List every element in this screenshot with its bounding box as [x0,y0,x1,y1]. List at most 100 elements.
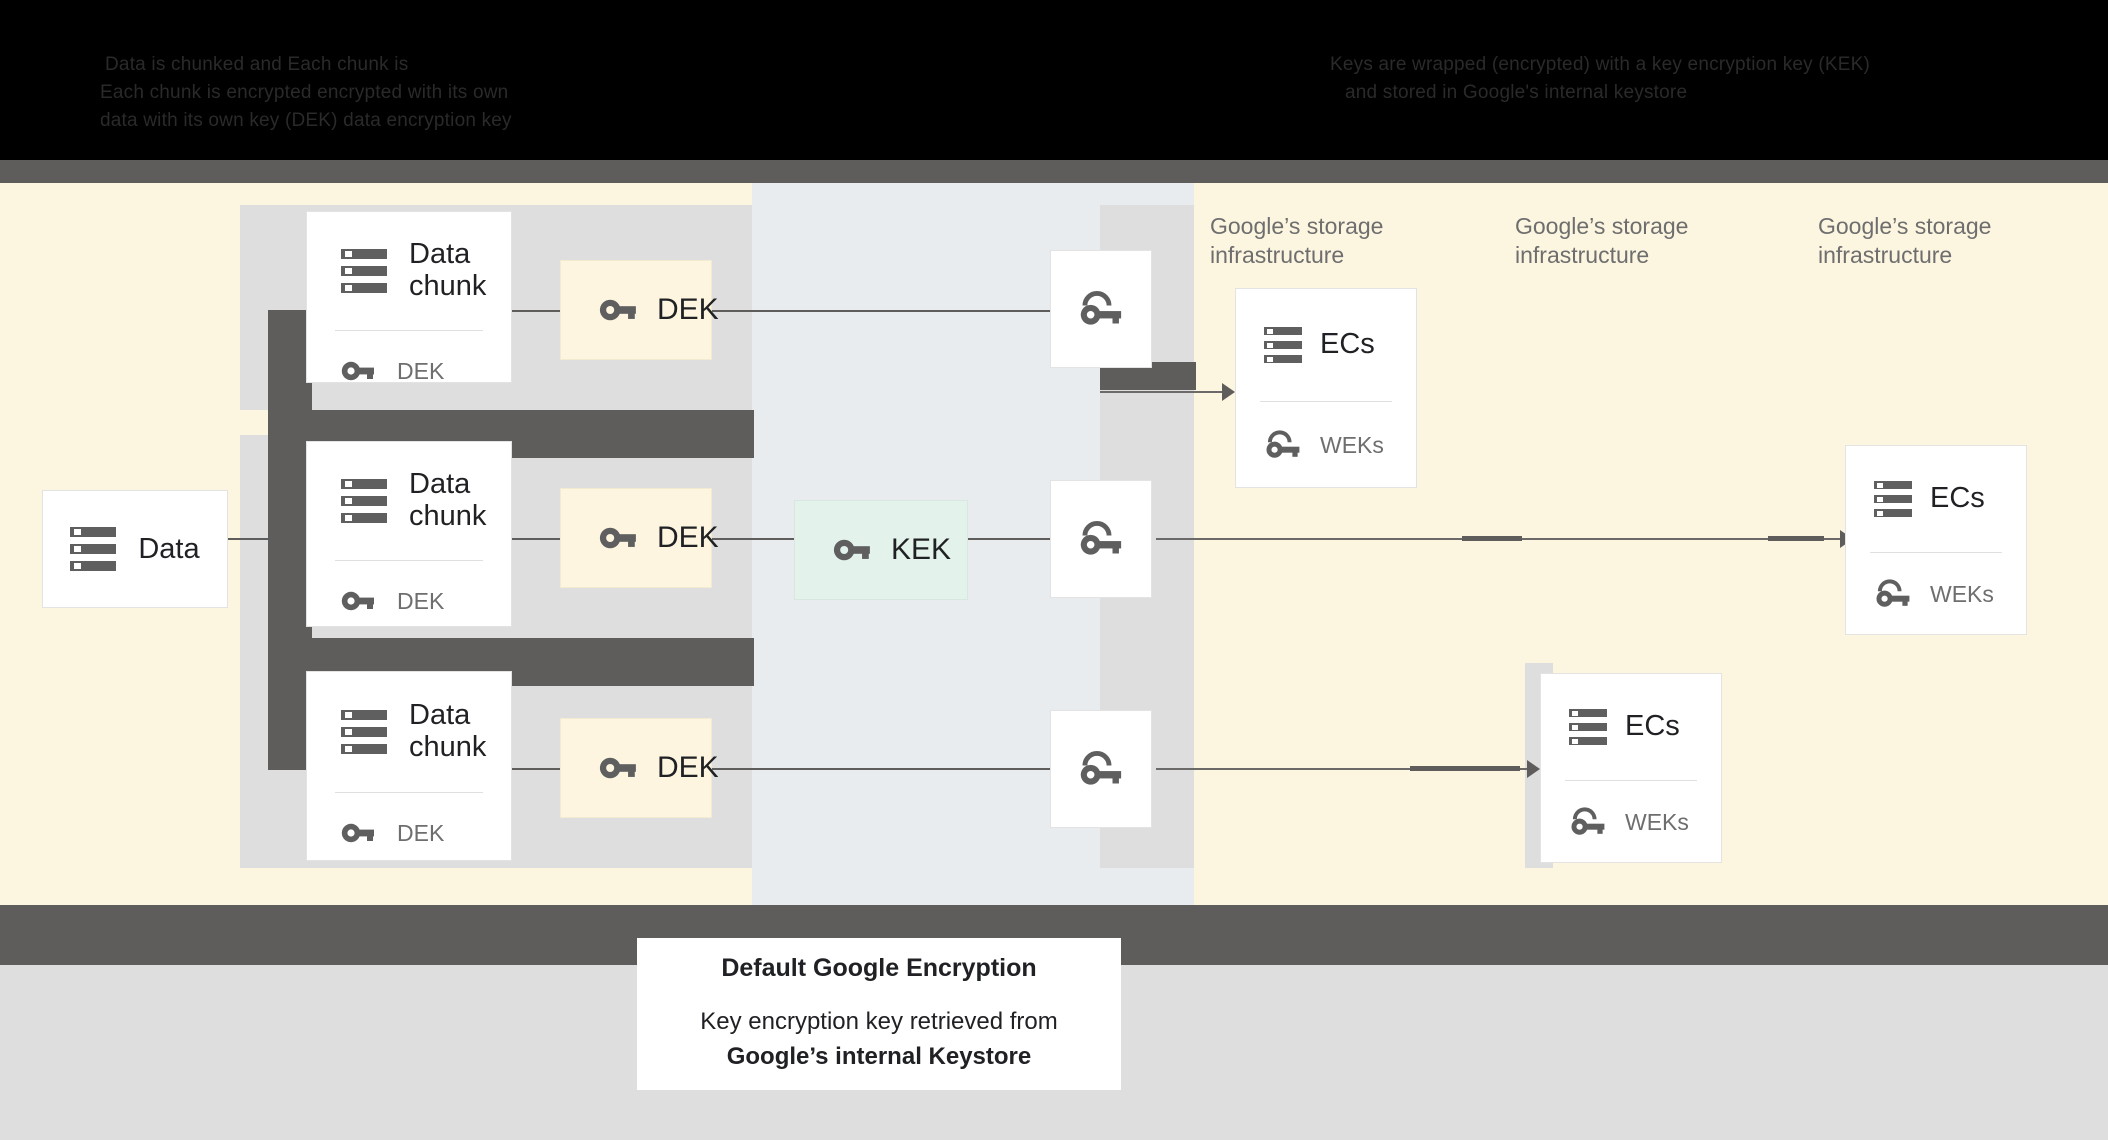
data-source-label: Data [138,532,200,565]
dek-box-2[interactable]: DEK [560,488,719,588]
server-icon [1569,709,1607,745]
data-chunk-card-1[interactable]: Data chunk DEK [306,211,512,384]
arrow-row2-seg1 [1462,536,1522,541]
wrapped-key-icon [1080,291,1122,325]
header-line-1: Data is chunked and Each chunk is [105,54,409,75]
wrapped-key-icon [1080,751,1122,785]
header-obscured-text: Data is chunked and Each chunk is Each c… [0,44,2108,144]
chunk-key-label-2: DEK [397,587,445,614]
caption-line-1: Key encryption key retrieved from [700,1008,1058,1036]
connector-chunk1-dek1 [512,310,560,312]
caption-line-2: Google’s internal Keystore [726,1042,1032,1070]
connector-dek3-wek3 [712,768,1052,770]
arrow-head-row3 [1527,760,1540,778]
key-icon [341,823,374,843]
wrapped-key-icon [1571,807,1605,835]
arrow-row2-seg2 [1768,536,1824,541]
server-icon [1874,481,1912,517]
dek-label-1: DEK [657,293,719,326]
ecs-card-3[interactable]: ECs WEKs [1540,673,1722,863]
card-divider [1870,552,2002,553]
wrapped-key-icon [1080,521,1122,555]
chunk-key-row-1: DEK [307,331,511,411]
caption-box: Default Google Encryption Key encryption… [637,938,1121,1090]
ecs-header-2: ECs [1846,446,2026,552]
wrapped-key-icon [1266,430,1300,458]
arrow-head-row1 [1222,383,1235,401]
ecs-key-row-3: WEKs [1541,781,1721,863]
data-source-card[interactable]: Data [42,490,228,608]
card-divider [335,330,483,331]
header-line-4: Keys are wrapped (encrypted) with a key … [1330,54,1871,75]
ecs-card-1[interactable]: ECs WEKs [1235,288,1417,488]
storage-label-3: Google’s storage infrastructure [1818,213,1992,269]
key-icon [341,361,374,381]
data-chunk-card-2[interactable]: Data chunk DEK [306,441,512,627]
caption-title: Default Google Encryption [721,954,1037,983]
server-icon [341,249,387,293]
chunk-key-row-3: DEK [307,793,511,873]
chunk-title-1: Data chunk [409,238,487,302]
ecs-header-1: ECs [1236,289,1416,401]
chunk-header-1: Data chunk [307,212,511,330]
chunk-header-3: Data chunk [307,672,511,792]
key-icon [341,591,374,611]
chunk-title-3: Data chunk [409,699,487,763]
chunk-key-row-2: DEK [307,561,511,641]
card-divider [1565,780,1697,781]
card-divider [335,792,483,793]
server-icon [341,710,387,754]
wrapped-key-box-3[interactable] [1050,710,1152,828]
kek-label: KEK [891,533,952,566]
key-icon [599,299,636,321]
ecs-header-3: ECs [1541,674,1721,780]
arrow-row3-seg1 [1410,766,1520,771]
chunk-header-2: Data chunk [307,442,511,560]
top-dark-band [0,160,2108,183]
wrapped-key-box-1[interactable] [1050,250,1152,368]
storage-label-2: Google’s storage infrastructure [1515,213,1689,269]
card-divider [1260,401,1392,402]
dek-label-2: DEK [657,521,719,554]
chunk-title-2: Data chunk [409,468,487,532]
ecs-key-row-2: WEKs [1846,553,2026,635]
connector-dek1-wek1 [712,310,1052,312]
chunk-key-label-3: DEK [397,819,445,846]
key-icon [833,539,870,561]
ecs-key-row-1: WEKs [1236,402,1416,488]
caption-body: Key encryption key retrieved from Google… [700,1005,1057,1073]
kek-box[interactable]: KEK [794,500,968,600]
ecs-key-label-1: WEKs [1320,431,1384,458]
ecs-title-3: ECs [1625,710,1680,743]
key-icon [599,757,636,779]
dek-box-1[interactable]: DEK [560,260,719,360]
dek-label-3: DEK [657,751,719,784]
arrow-line-row1 [1100,391,1225,393]
splitter-trunk [268,310,312,770]
ecs-key-label-2: WEKs [1930,580,1994,607]
dek-box-3[interactable]: DEK [560,718,719,818]
header-line-3: data with its own key (DEK) data encrypt… [100,110,512,131]
arrow-line-row3 [1156,768,1536,770]
server-icon [341,479,387,523]
header-line-5: and stored in Google's internal keystore [1345,82,1688,103]
ecs-card-2[interactable]: ECs WEKs [1845,445,2027,635]
connector-data-to-splitter [226,538,286,540]
chunk-key-label-1: DEK [397,357,445,384]
server-icon [70,527,117,571]
card-divider [335,560,483,561]
connector-chunk3-dek3 [512,768,560,770]
header-line-2: Each chunk is encrypted encrypted with i… [100,82,509,103]
connector-kek-wek [966,538,1052,540]
connector-chunk2-dek2 [512,538,560,540]
wrapped-key-icon [1876,579,1910,607]
data-chunk-card-3[interactable]: Data chunk DEK [306,671,512,861]
ecs-title-1: ECs [1320,328,1375,361]
ecs-title-2: ECs [1930,482,1985,515]
server-icon [1264,327,1302,363]
key-icon [599,527,636,549]
wrapped-key-box-2[interactable] [1050,480,1152,598]
ecs-key-label-3: WEKs [1625,808,1689,835]
storage-label-1: Google’s storage infrastructure [1210,213,1384,269]
